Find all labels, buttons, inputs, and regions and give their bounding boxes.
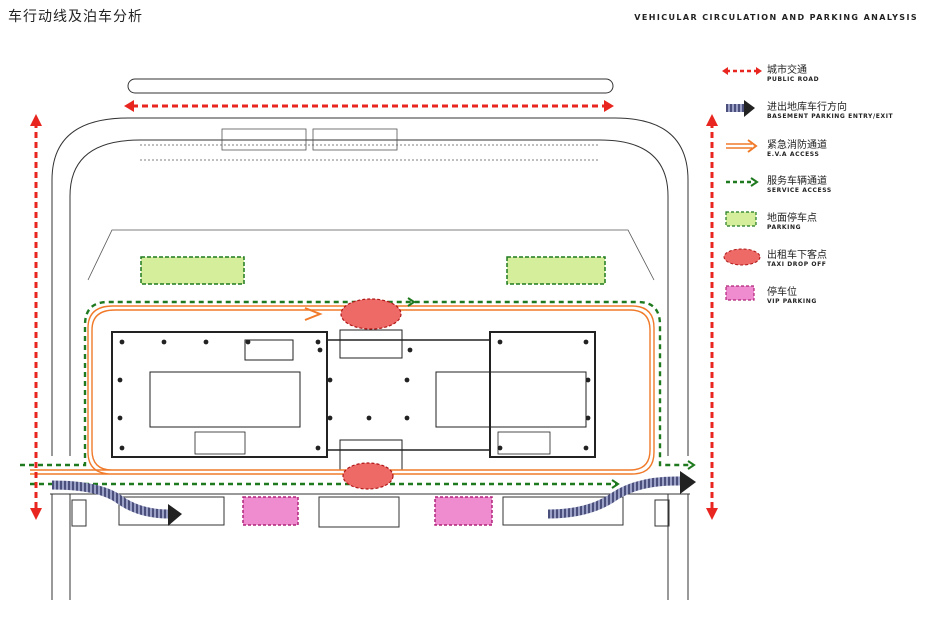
legend-label-en: BASEMENT PARKING ENTRY/EXIT <box>767 113 894 120</box>
building-footprint <box>111 329 596 471</box>
legend-label-cn: 停车位 <box>767 287 797 298</box>
green-box-icon <box>725 211 757 227</box>
column-dot <box>407 347 413 353</box>
legend-item-public-road: 城市交通 PUBLIC ROAD <box>722 62 932 92</box>
column-dot <box>245 339 251 345</box>
public-road <box>34 104 714 512</box>
column-dot <box>203 339 209 345</box>
column-dot <box>327 415 333 421</box>
column-dot <box>585 377 591 383</box>
legend-label-en: PARKING <box>767 224 802 231</box>
vip-parking <box>242 496 493 526</box>
legend-label-cn: 服务车辆通道 <box>767 176 827 187</box>
legend-label-cn: 城市交通 <box>767 65 807 76</box>
page-subtitle: VEHICULAR CIRCULATION AND PARKING ANALYS… <box>634 13 918 22</box>
legend-label-cn: 出租车下客点 <box>767 250 827 261</box>
column-dot <box>317 347 323 353</box>
taxi-dropoff <box>340 298 402 490</box>
legend-item-service: 服务车辆通道 SERVICE ACCESS <box>722 173 932 203</box>
legend-label-cn: 地面停车点 <box>767 213 817 224</box>
legend-label-en: SERVICE ACCESS <box>767 187 832 194</box>
road-outlines <box>50 78 690 600</box>
column-dot <box>161 339 167 345</box>
legend-label-en: TAXI DROP OFF <box>767 261 827 268</box>
service-arrowheads <box>407 297 696 489</box>
column-dot <box>366 415 372 421</box>
orange-double-arrow-icon <box>726 139 758 153</box>
green-dashed-arrow-icon <box>726 177 759 187</box>
column-dot <box>119 339 125 345</box>
building-columns <box>117 339 591 451</box>
pink-box-icon <box>725 285 755 301</box>
eva-route <box>30 305 655 475</box>
column-dot <box>315 445 321 451</box>
legend-label-en: PUBLIC ROAD <box>767 76 820 83</box>
bottom-structures <box>71 496 670 528</box>
legend-item-eva: 紧急消防通道 E.V.A ACCESS <box>722 137 932 167</box>
legend-item-basement: 进出地库车行方向 BASEMENT PARKING ENTRY/EXIT <box>722 99 932 129</box>
legend-item-taxi: 出租车下客点 TAXI DROP OFF <box>722 247 932 277</box>
column-dot <box>117 415 123 421</box>
column-dot <box>497 339 503 345</box>
legend-item-vip: 停车位 VIP PARKING <box>722 284 932 314</box>
column-dot <box>315 339 321 345</box>
site-boundary <box>87 128 655 281</box>
column-dot <box>583 339 589 345</box>
basement-arrow-icon <box>726 100 755 117</box>
legend-label-en: VIP PARKING <box>767 298 817 305</box>
ground-parking <box>140 256 606 285</box>
column-dot <box>404 377 410 383</box>
legend-label-cn: 紧急消防通道 <box>767 140 827 151</box>
red-dashed-arrow-icon <box>722 67 762 75</box>
basement-route <box>51 471 696 526</box>
column-dot <box>327 377 333 383</box>
column-dot <box>497 445 503 451</box>
legend-label-cn: 进出地库车行方向 <box>767 102 847 113</box>
column-dot <box>583 445 589 451</box>
legend-label-en: E.V.A ACCESS <box>767 151 820 158</box>
column-dot <box>585 415 591 421</box>
public-road-arrowheads <box>30 100 718 520</box>
red-ellipse-icon <box>723 248 761 266</box>
legend-item-parking: 地面停车点 PARKING <box>722 210 932 240</box>
column-dot <box>404 415 410 421</box>
column-dot <box>119 445 125 451</box>
page-title: 车行动线及泊车分析 <box>8 9 143 25</box>
column-dot <box>117 377 123 383</box>
